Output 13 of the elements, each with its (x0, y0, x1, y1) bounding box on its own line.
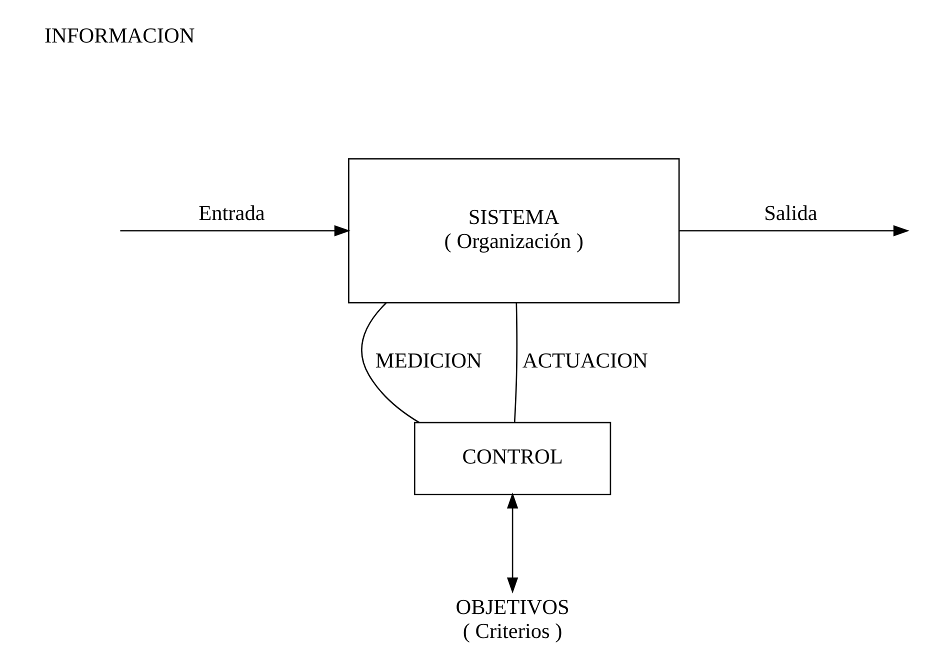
node-text: OBJETIVOS ( Criterios ) (455, 595, 569, 644)
edge-label: MEDICION (374, 348, 482, 373)
arrow (506, 492, 518, 594)
label: INFORMACION (44, 24, 194, 48)
connector (360, 302, 420, 424)
edge-label: Salida (764, 200, 817, 225)
connector (513, 302, 518, 422)
arrow (120, 225, 350, 236)
node-box: CONTROL (413, 422, 611, 496)
edge-label: ACTUACION (522, 348, 648, 373)
arrow (678, 225, 909, 236)
edge-label: Entrada (198, 200, 264, 225)
node-box: SISTEMA ( Organización ) (348, 158, 680, 304)
